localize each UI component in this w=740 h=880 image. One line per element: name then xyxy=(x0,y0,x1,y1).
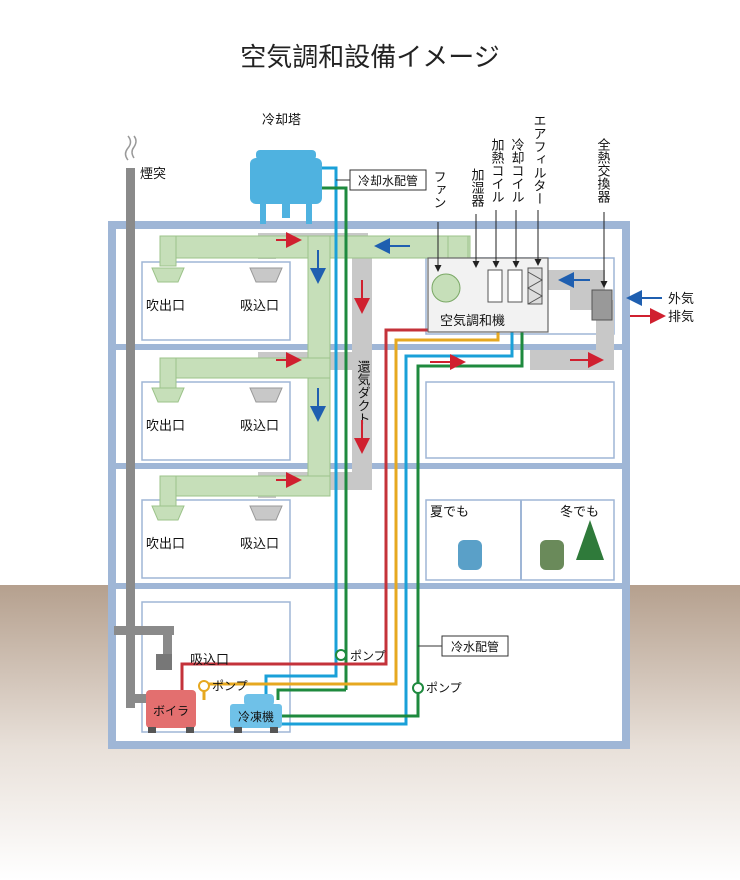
winter-label: 冬でも xyxy=(560,504,599,520)
air-handler-label: 空気調和機 xyxy=(440,313,505,329)
pump-label-2: ポンプ xyxy=(212,679,248,693)
basement-inlet-label: 吸込口 xyxy=(190,653,229,668)
inlets xyxy=(249,267,283,521)
boiler xyxy=(146,690,196,733)
return-duct-label: 還気ダクト xyxy=(355,360,371,425)
outlet-label-2f: 吹出口 xyxy=(146,419,185,434)
pump-label-1: ポンプ xyxy=(350,649,386,663)
basement-inlet-icon xyxy=(156,654,172,670)
cooling-coil-label: 冷却コイル xyxy=(509,138,525,203)
outside-air-label: 外気 xyxy=(668,291,694,307)
chimney xyxy=(114,135,174,708)
page-title: 空気調和設備イメージ xyxy=(240,43,499,73)
air-filter-label: エアフィルター xyxy=(531,114,546,205)
boiler-label: ボイラ xyxy=(153,704,189,718)
summer-label: 夏でも xyxy=(430,505,469,520)
heating-coil-label: 加熱コイル xyxy=(489,138,505,203)
room-labels: 吹出口 吸込口 吹出口 吸込口 吹出口 吸込口 xyxy=(146,299,279,552)
exhaust-label: 排気 xyxy=(668,309,694,325)
cooling-water-pipe-label: 冷却水配管 xyxy=(358,173,418,188)
fan-label: ファン xyxy=(431,170,446,209)
inlet-label-1f: 吸込口 xyxy=(240,537,279,552)
pump-label-3: ポンプ xyxy=(426,681,462,695)
leader-lines xyxy=(434,210,608,288)
inlet-label-3f: 吸込口 xyxy=(240,299,279,314)
chilled-water-pipe-label: 冷水配管 xyxy=(451,639,499,654)
chimney-label: 煙突 xyxy=(140,166,166,182)
season-panels: 夏でも 冬でも xyxy=(430,500,604,580)
pumps xyxy=(198,649,424,694)
chiller xyxy=(230,694,282,733)
air-handler xyxy=(427,257,549,333)
flow-arrows xyxy=(276,232,604,488)
heat-exchanger-icon xyxy=(591,289,613,321)
cooling-tower xyxy=(250,150,322,224)
outlet-label-3f: 吹出口 xyxy=(146,299,185,314)
ahu-component-labels: ファン 加湿器 加熱コイル 冷却コイル エアフィルター 全熱交換器 還気ダクト xyxy=(355,114,611,425)
outlets xyxy=(151,267,185,521)
heat-exchanger-label: 全熱交換器 xyxy=(595,137,611,204)
humidifier-label: 加湿器 xyxy=(469,168,485,208)
inlet-label-2f: 吸込口 xyxy=(240,419,279,434)
cooling-tower-label: 冷却塔 xyxy=(262,113,301,128)
outlet-label-1f: 吹出口 xyxy=(146,537,185,552)
chiller-label: 冷凍機 xyxy=(238,709,274,724)
